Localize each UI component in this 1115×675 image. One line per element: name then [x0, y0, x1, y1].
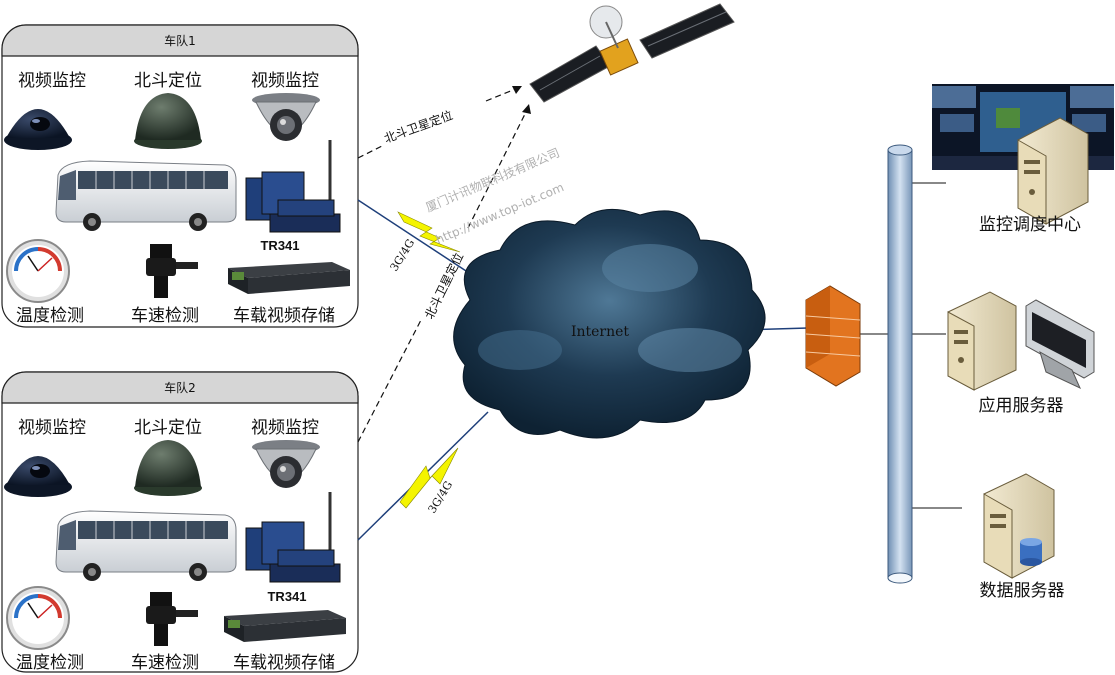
app-server-label: 应用服务器 [979, 396, 1064, 416]
fleet2-label-beidou: 北斗定位 [134, 418, 202, 438]
thermometer-icon [6, 586, 70, 650]
video-storage-icon [224, 610, 346, 642]
satellite-arrow-1 [512, 86, 522, 94]
satellite-link-label-1: 北斗卫星定位 [382, 107, 455, 146]
fleet1-label-beidou: 北斗定位 [134, 71, 202, 91]
fleet2-label-speed: 车速检测 [131, 653, 199, 673]
fleet1-panel: 车队1 视频监控 北斗定位 视频监控 [1, 24, 359, 328]
video-storage-icon [228, 262, 350, 294]
beidou-antenna-icon [134, 93, 202, 149]
fleet2-router-label: TR341 [267, 589, 306, 604]
internet-cloud-icon [453, 208, 766, 439]
app-server-icon [947, 291, 1017, 391]
satellite-link-1b [485, 87, 519, 102]
router-icon [245, 140, 341, 233]
bus-icon [55, 160, 237, 231]
fleet1-label-video-right: 视频监控 [251, 71, 319, 91]
lightning-icon [399, 447, 459, 509]
monitor-center-label: 监控调度中心 [979, 215, 1081, 235]
fleet2-label-video-left: 视频监控 [18, 418, 86, 438]
link-lines [357, 86, 962, 541]
beidou-antenna-icon [134, 440, 202, 496]
lan-bus-pipe [887, 144, 913, 584]
dome-camera-icon [4, 109, 72, 150]
fleet2-title: 车队2 [164, 380, 196, 395]
bus-icon [55, 510, 237, 581]
cell-link-label-2: 3G/4G [426, 479, 456, 516]
fleet2-header [1, 371, 359, 404]
satellite-link-1a [357, 144, 385, 159]
fleet2-label-video-right: 视频监控 [251, 418, 319, 438]
speed-sensor-icon [146, 592, 198, 646]
watermark-company: 厦门计讯物联科技有限公司 [423, 145, 561, 215]
bullet-camera-icon [252, 93, 320, 141]
monitor-center-server-icon [1017, 117, 1089, 225]
fleet2-panel: 车队2 视频监控 北斗定位 视频监控 [1, 371, 359, 673]
fleet1-title: 车队1 [164, 33, 196, 48]
bullet-camera-icon [252, 440, 320, 488]
fleet1-label-storage: 车载视频存储 [233, 306, 335, 326]
cell-link-label-1: 3G/4G [388, 237, 418, 274]
satellite-icon [529, 3, 735, 103]
satellite-link-2b [467, 109, 528, 229]
fleet1-router-label: TR341 [260, 238, 299, 253]
thermometer-icon [6, 239, 70, 303]
data-server-label: 数据服务器 [980, 581, 1065, 601]
dome-camera-icon [4, 456, 72, 497]
router-icon [245, 492, 341, 583]
monitor-icon [1025, 299, 1095, 390]
fleet2-label-temperature: 温度检测 [16, 653, 84, 673]
firewall-icon [805, 285, 861, 387]
fleet1-label-video-left: 视频监控 [18, 71, 86, 91]
speed-sensor-icon [146, 244, 198, 298]
internet-label: Internet [571, 324, 629, 340]
satellite-link-2a [357, 319, 422, 443]
fleet1-label-speed: 车速检测 [131, 306, 199, 326]
fleet2-label-storage: 车载视频存储 [233, 653, 335, 673]
fleet1-header [1, 24, 359, 57]
data-server-icon [983, 473, 1055, 579]
fleet1-label-temperature: 温度检测 [16, 306, 84, 326]
database-icon [1020, 538, 1042, 566]
satellite-arrow-2 [522, 104, 531, 114]
lightning-icon [397, 211, 461, 253]
satellite-link-label-2: 北斗卫星定位 [421, 250, 466, 321]
